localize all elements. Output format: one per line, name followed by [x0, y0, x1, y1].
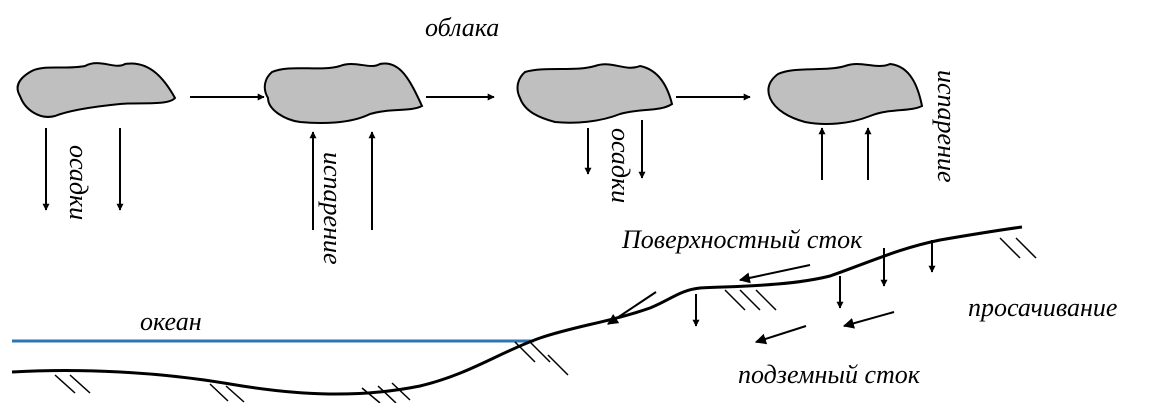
cloud-2	[263, 62, 424, 125]
evaporation-label-right: испарение	[932, 70, 961, 183]
surface-runoff-arrow-2	[607, 291, 657, 325]
cloud-1	[16, 62, 177, 118]
precipitation-label-mid: осадки	[606, 128, 635, 203]
clouds-label: облака	[425, 13, 499, 42]
infiltration-label: просачивание	[968, 293, 1117, 322]
cloud-4	[767, 62, 924, 125]
ocean-label: океан	[140, 307, 202, 336]
surface-runoff-arrow-1	[738, 264, 811, 284]
groundwater-runoff-label: подземный сток	[738, 360, 921, 389]
ground-profile	[11, 225, 1023, 396]
groundwater-arrow-2	[842, 311, 895, 329]
cloud-3	[516, 63, 674, 124]
groundwater-arrow-1	[754, 325, 807, 345]
precipitation-label-left: осадки	[64, 145, 93, 220]
ground-hatching	[54, 237, 1037, 403]
evaporation-label-left: испарение	[318, 152, 347, 265]
surface-runoff-label: Поверхностный сток	[621, 225, 863, 254]
